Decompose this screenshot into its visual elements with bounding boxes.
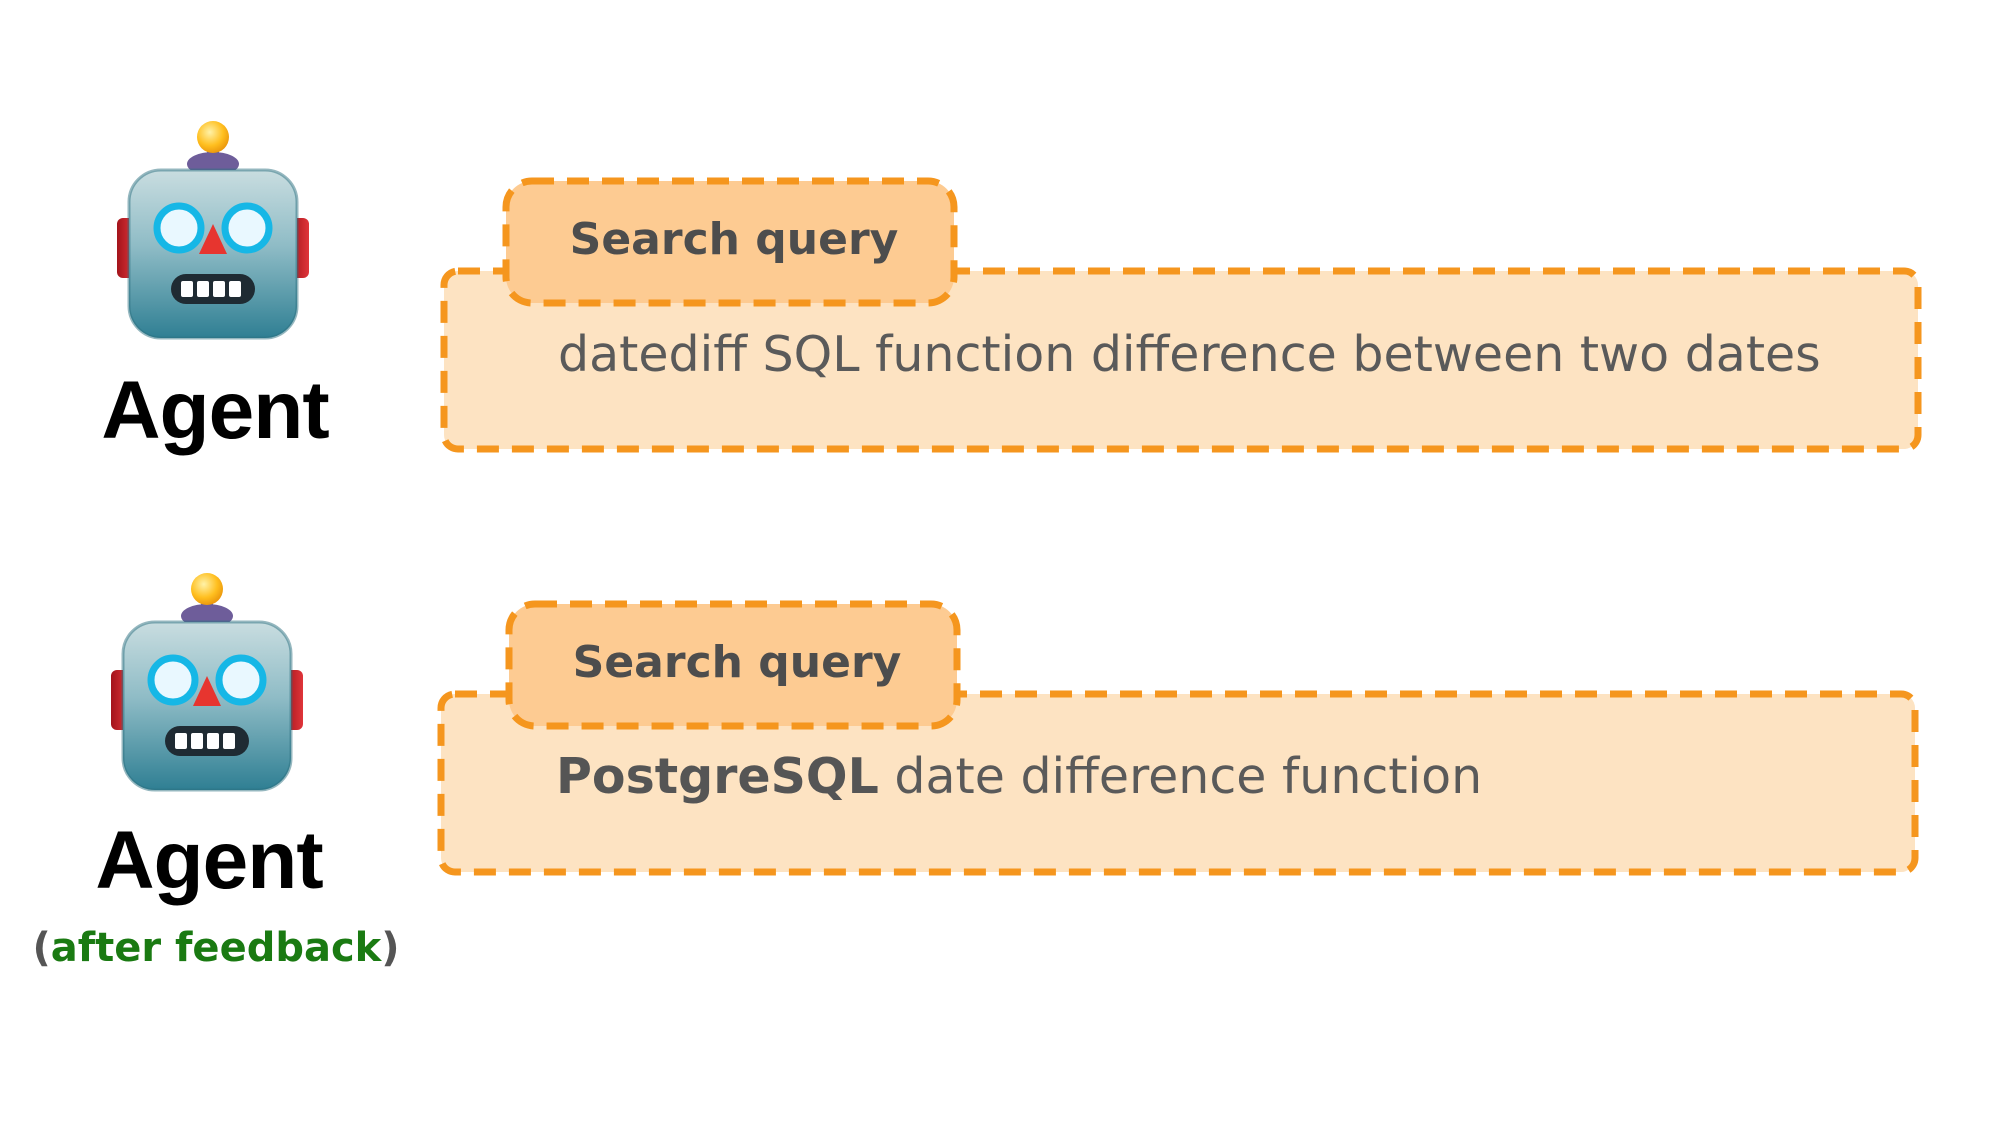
query-text-rest: date difference function — [878, 748, 1483, 805]
search-query-tab-label: Search query — [572, 637, 902, 688]
agent-label: Agent — [101, 365, 329, 456]
robot-icon — [113, 120, 313, 340]
query-bold-term: PostgreSQL — [556, 748, 879, 805]
search-query-box — [440, 177, 1922, 453]
search-query-tab-label: Search query — [569, 214, 899, 265]
agent-label: Agent — [95, 815, 323, 906]
query-text: PostgreSQL date difference function — [556, 752, 1482, 801]
after-feedback-label: (after feedback) — [32, 925, 400, 971]
robot-icon — [107, 572, 307, 792]
query-text: datediff SQL function difference between… — [558, 326, 1821, 383]
search-query-box — [437, 600, 1919, 876]
